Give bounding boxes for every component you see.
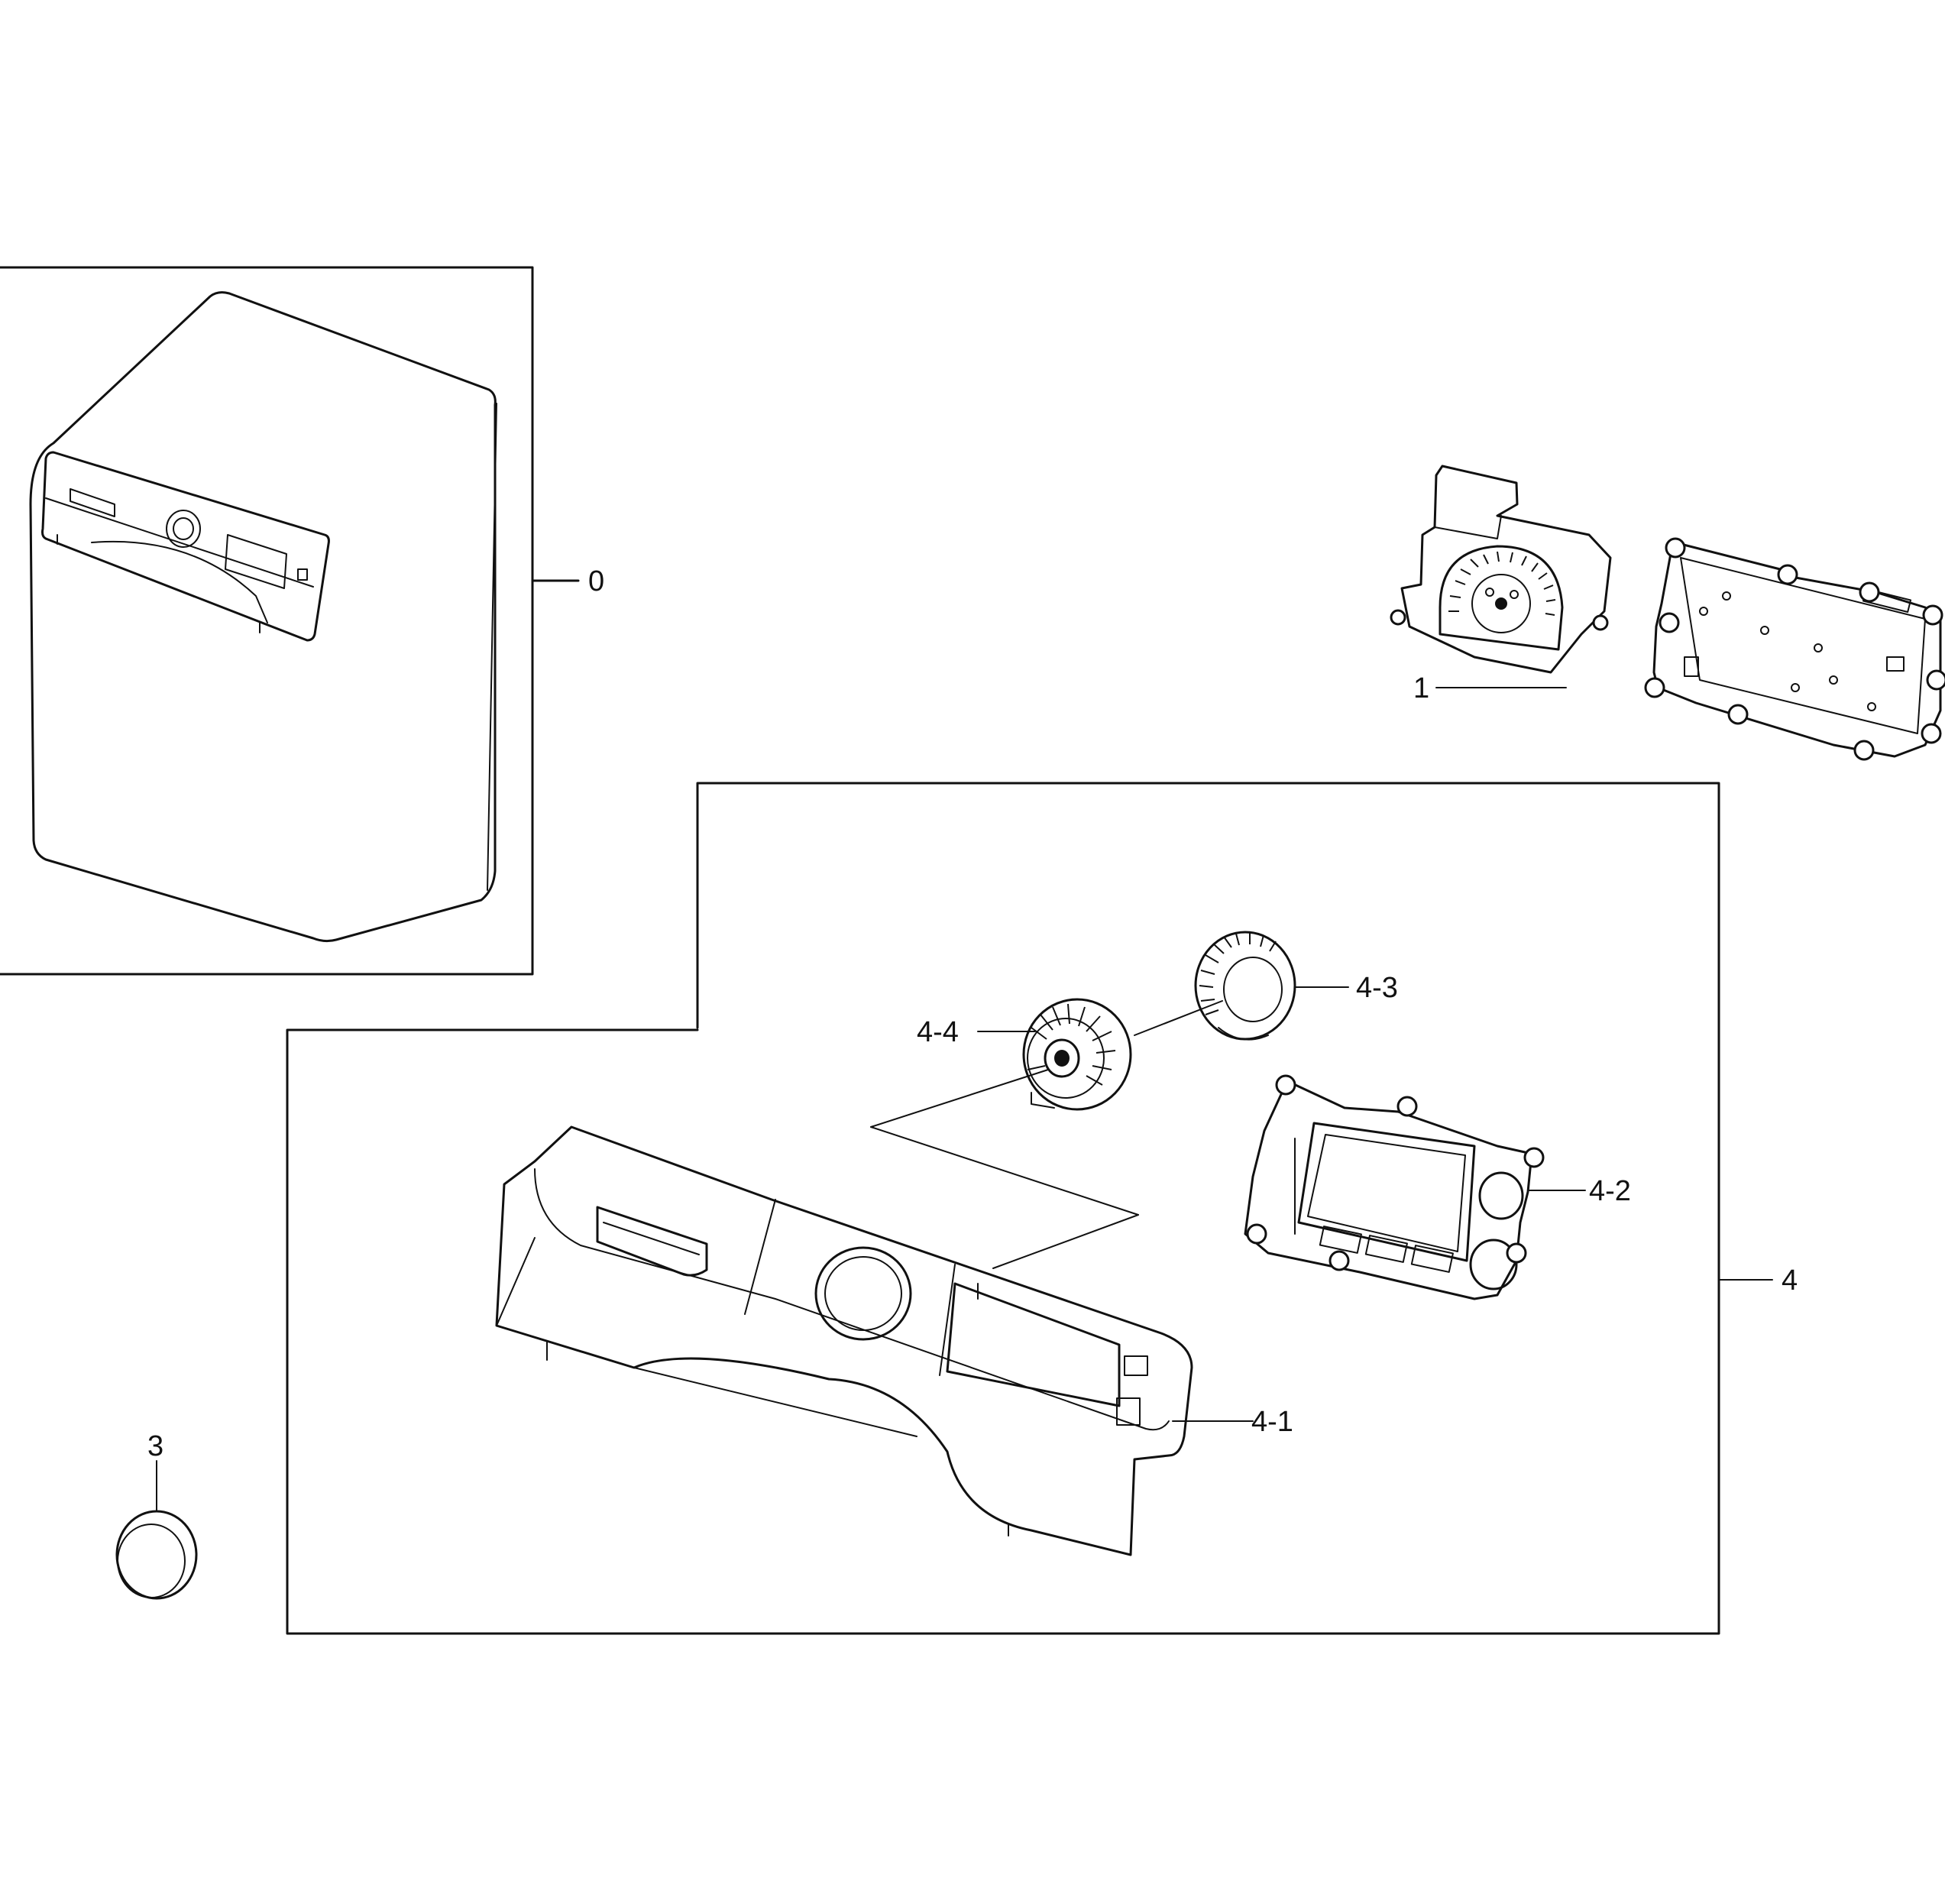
callout-4-1: 4-1 xyxy=(1251,1406,1293,1438)
callout-0: 0 xyxy=(588,565,604,597)
callout-1: 1 xyxy=(1413,672,1429,704)
pcb-board-drawing xyxy=(1644,537,1945,761)
ring-slots xyxy=(1199,933,1277,1015)
callout-4-2: 4-2 xyxy=(1589,1175,1631,1207)
callout-4: 4 xyxy=(1782,1264,1798,1297)
group-0-frame xyxy=(0,266,534,976)
wheel-spokes xyxy=(1027,1003,1116,1086)
encoder-ring-drawing xyxy=(1194,931,1296,1041)
display-housing-drawing xyxy=(1244,1074,1545,1300)
callout-3: 3 xyxy=(147,1430,163,1462)
washer-cabinet-drawing xyxy=(29,291,497,943)
dial-slots xyxy=(1448,551,1556,616)
callout-4-3: 4-3 xyxy=(1356,972,1398,1004)
knob-drawing xyxy=(115,1510,198,1600)
callout-4-4: 4-4 xyxy=(917,1016,959,1048)
assembly-guide-lines xyxy=(870,1000,1223,1269)
group-4-frame xyxy=(286,782,1720,1635)
knob-wheel-drawing xyxy=(1022,998,1132,1111)
pcb-housing-drawing xyxy=(1390,465,1612,674)
control-panel-drawing xyxy=(495,1125,1193,1556)
